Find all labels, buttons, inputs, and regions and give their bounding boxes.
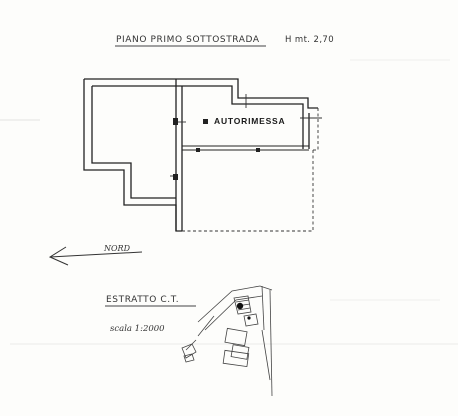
cadastral-scale: scala 1:2000 bbox=[110, 324, 165, 334]
scan-artifacts bbox=[0, 59, 458, 345]
room-marker bbox=[203, 119, 208, 124]
plan-title: PIANO PRIMO SOTTOSTRADA bbox=[116, 35, 260, 45]
height-note: H mt. 2,70 bbox=[285, 35, 334, 45]
pillar bbox=[256, 148, 260, 152]
dashed-outline bbox=[182, 108, 319, 232]
target-building-marker bbox=[236, 302, 244, 310]
pillar bbox=[173, 118, 178, 125]
north-label: NORD bbox=[103, 244, 131, 253]
cadastral-map bbox=[181, 285, 273, 397]
target-building-dot bbox=[247, 316, 251, 320]
room-label: AUTORIMESSA bbox=[214, 116, 285, 126]
pillars bbox=[173, 118, 260, 180]
north-arrow bbox=[48, 246, 143, 266]
pillar bbox=[173, 174, 178, 180]
pillar bbox=[196, 148, 200, 152]
section-marks bbox=[170, 94, 322, 177]
beam-lines bbox=[182, 145, 309, 151]
floor-plan-walls bbox=[83, 78, 318, 232]
cadastral-title: ESTRATTO C.T. bbox=[106, 295, 179, 305]
